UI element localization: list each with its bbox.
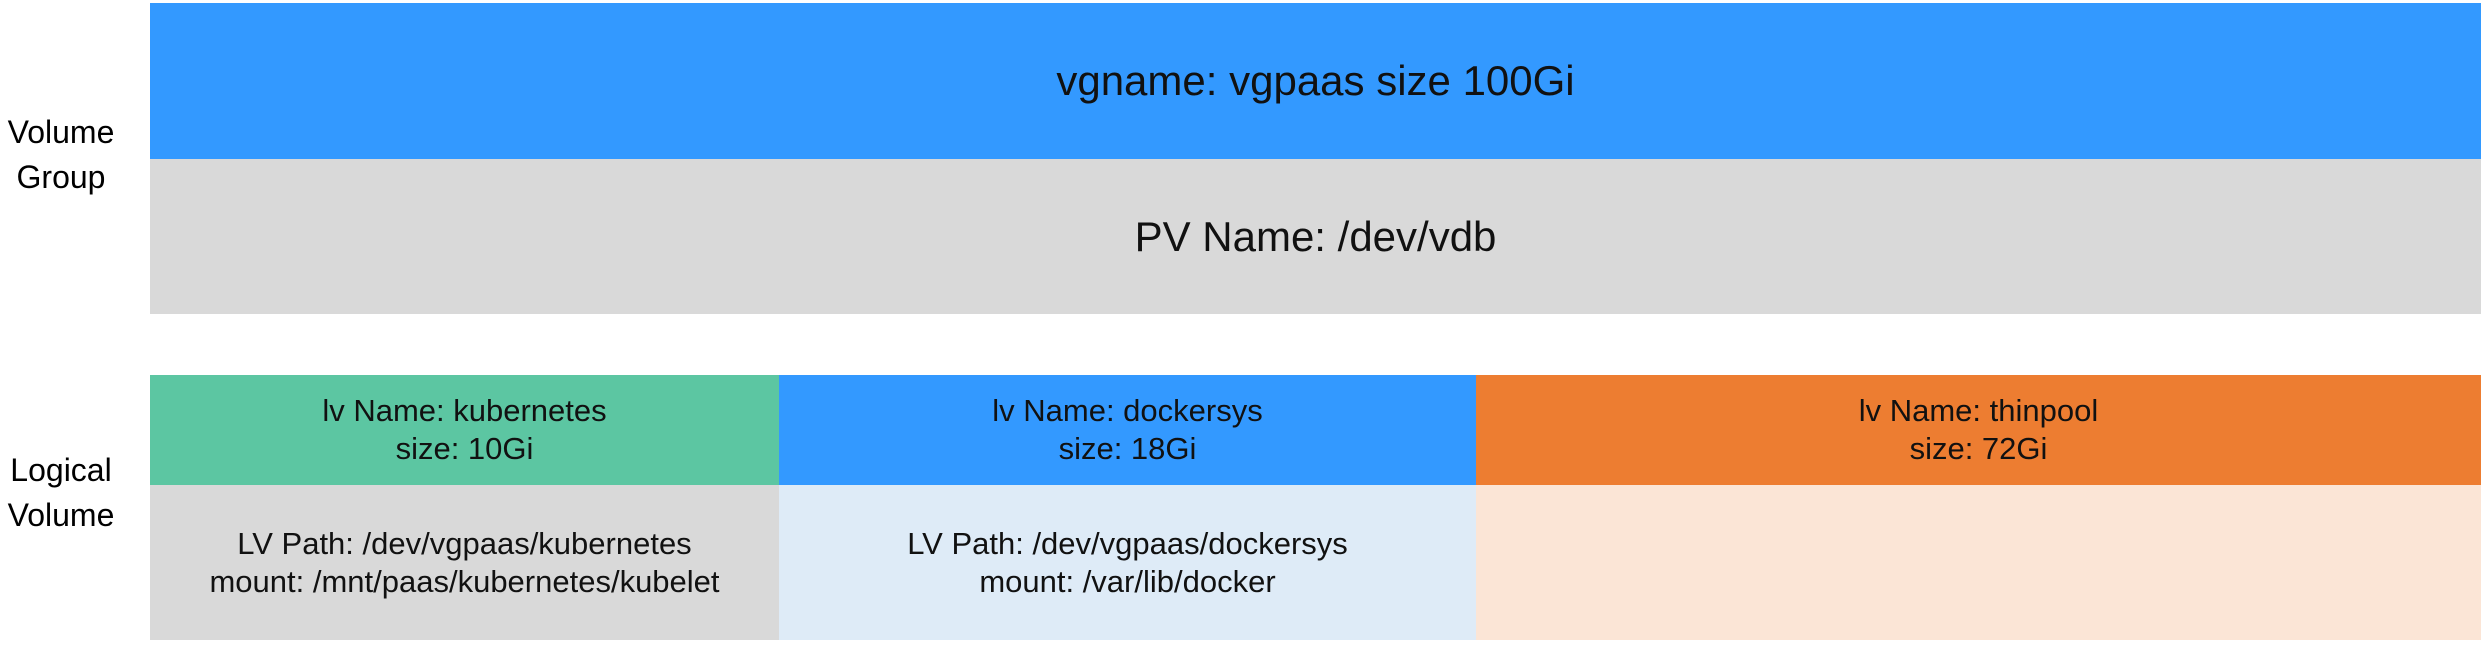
- lv-dockersys-path: LV Path: /dev/vgpaas/dockersys: [907, 525, 1348, 561]
- pv-text: PV Name: /dev/vdb: [1134, 212, 1497, 260]
- lv-thinpool-name: lv Name: thinpool: [1858, 393, 2099, 428]
- volume-group-label-line2: Group: [16, 159, 106, 195]
- pv-block: PV Name: /dev/vdb: [150, 159, 2481, 314]
- lv-kubernetes-mount: mount: /mnt/paas/kubernetes/kubelet: [209, 563, 720, 599]
- logical-volume-label-line2: Volume: [7, 497, 115, 533]
- lv-dockersys-name: lv Name: dockersys: [992, 393, 1263, 428]
- lv-dockersys-size: size: 18Gi: [1058, 431, 1197, 466]
- lv-thinpool-detail: [1476, 485, 2481, 640]
- vg-text: vgname: vgpaas size 100Gi: [1056, 57, 1575, 104]
- lv-kubernetes-header: lv Name: kubernetes size: 10Gi: [150, 375, 779, 485]
- lv-dockersys-mount: mount: /var/lib/docker: [979, 563, 1276, 599]
- lv-dockersys-detail: LV Path: /dev/vgpaas/dockersys mount: /v…: [779, 485, 1476, 640]
- vg-block: vgname: vgpaas size 100Gi: [150, 3, 2481, 159]
- volume-group-label: Volume Group: [0, 100, 122, 210]
- logical-volume-label-line1: Logical: [10, 452, 112, 488]
- volume-group-label-line1: Volume: [7, 114, 115, 150]
- lv-kubernetes-name: lv Name: kubernetes: [322, 393, 607, 428]
- lv-thinpool-size: size: 72Gi: [1909, 431, 2048, 466]
- lv-dockersys-header: lv Name: dockersys size: 18Gi: [779, 375, 1476, 485]
- lv-thinpool-header: lv Name: thinpool size: 72Gi: [1476, 375, 2481, 485]
- lv-kubernetes-path: LV Path: /dev/vgpaas/kubernetes: [237, 525, 692, 561]
- logical-volume-label: Logical Volume: [0, 438, 122, 548]
- lv-kubernetes-size: size: 10Gi: [395, 431, 534, 466]
- lv-kubernetes-detail: LV Path: /dev/vgpaas/kubernetes mount: /…: [150, 485, 779, 640]
